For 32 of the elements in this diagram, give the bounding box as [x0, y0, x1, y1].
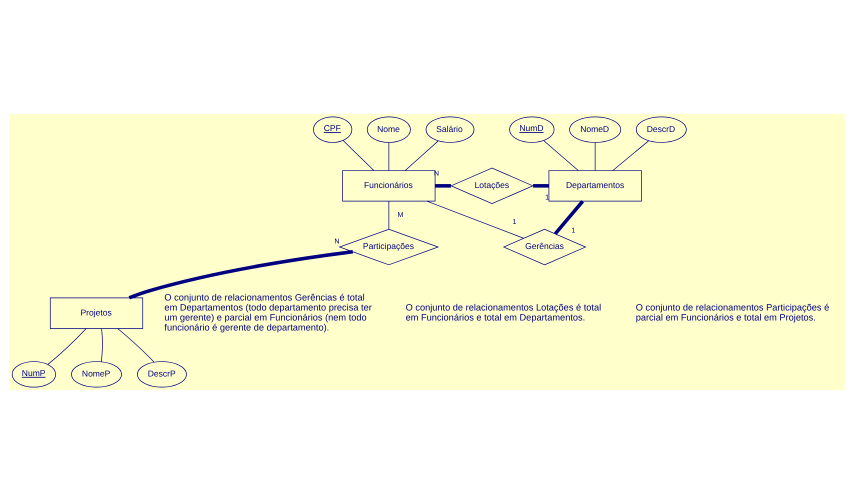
node-box: Funcionários [342, 170, 436, 202]
node-ellipse: Nome [366, 116, 411, 143]
connector [48, 328, 87, 365]
connector [612, 140, 649, 171]
connector [100, 328, 103, 362]
label: O conjunto de relacionamentos Gerências é total em Departamentos (todo departamento precisa ter um gerente) e parcial em Funcionários (nem todo funcionário é gerente de departamento). [164, 292, 372, 333]
connector [435, 184, 451, 188]
connector [533, 184, 549, 188]
connector [426, 200, 524, 239]
node-ellipse: NomeP [71, 361, 122, 388]
node-ellipse: NomeD [569, 116, 622, 143]
connector [388, 200, 390, 230]
node-ellipse: DescrD [636, 116, 687, 143]
connector [342, 140, 374, 171]
node-ellipse: Salário [426, 116, 474, 143]
node-ellipse: DescrP [137, 361, 187, 388]
node-ellipse: CPF [313, 116, 352, 143]
node-diamond: Lotações [450, 168, 534, 204]
connector [554, 200, 584, 235]
connector [117, 328, 154, 363]
node-box: Departamentos [548, 170, 642, 202]
connector [543, 140, 579, 171]
connector [128, 250, 354, 300]
connector [594, 142, 596, 171]
node-ellipse: NumD [509, 116, 554, 143]
node-box: Projetos [50, 298, 144, 329]
connector [404, 140, 439, 171]
label: O conjunto de relacionamentos Participações é parcial em Funcionários e total em Projetos. [636, 302, 830, 323]
node-ellipse: NumP [12, 361, 56, 388]
connector [388, 142, 390, 171]
node-diamond: Participações [338, 228, 440, 266]
label: O conjunto de relacionamentos Lotações é total em Funcionários e total em Departamentos. [406, 302, 602, 323]
